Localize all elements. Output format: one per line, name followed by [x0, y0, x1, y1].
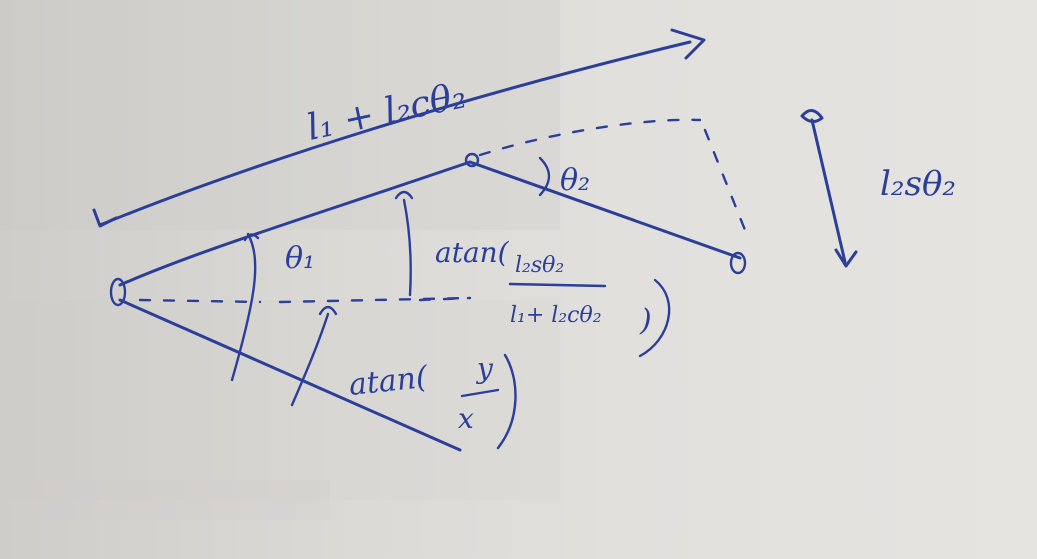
base-joint [109, 277, 127, 307]
projection-dash [703, 128, 747, 232]
atan-outer-fraction-bar [460, 388, 500, 398]
atan-inner-close [638, 278, 671, 358]
atan-inner-numerator: l₂sθ₂ [515, 253, 564, 278]
atan-inner-prefix: atan( [435, 236, 510, 269]
theta1-arc-tick [243, 233, 260, 242]
side-length-label: l₂sθ₂ [880, 164, 956, 204]
end-effector [729, 251, 747, 275]
atan-inner-suffix: ) [639, 303, 652, 338]
atan-inner-tick [402, 198, 412, 297]
atan-inner-cap [394, 190, 414, 200]
bleed-through-text [0, 0, 560, 520]
atan-outer-arc [290, 312, 330, 407]
theta2-label: θ₂ [560, 163, 590, 198]
side-arrow [800, 109, 858, 268]
top-arrow [92, 28, 706, 228]
atan-inner-denominator: l₁+ l₂cθ₂ [510, 303, 602, 328]
link-2 [464, 152, 747, 275]
atan-outer-denominator: x [458, 402, 474, 435]
ref-dash [418, 296, 472, 302]
theta2-arc [538, 156, 551, 197]
theta1-label: θ₁ [285, 241, 315, 276]
atan-outer-numerator: y [475, 352, 494, 385]
atan-inner-fraction-bar [508, 282, 607, 288]
link-1 [109, 160, 472, 307]
atan-outer-close [496, 353, 517, 450]
atan-outer-cap [318, 305, 338, 316]
atan-outer-prefix: atan( [347, 360, 430, 403]
elbow-joint [464, 152, 480, 168]
link1-extension [478, 118, 702, 157]
theta1-arc [230, 232, 257, 382]
reach-line [118, 296, 472, 452]
